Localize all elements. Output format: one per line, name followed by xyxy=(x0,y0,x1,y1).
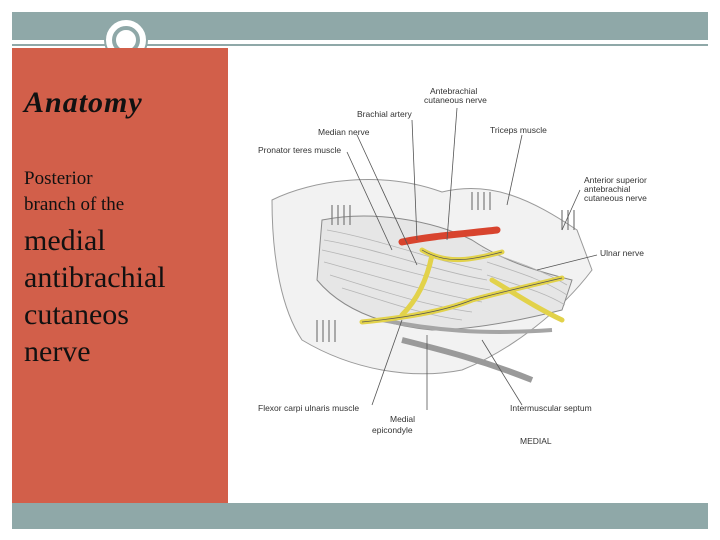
label-triceps: Triceps muscle xyxy=(490,125,547,135)
label-medial-caption: MEDIAL xyxy=(520,436,552,446)
subtitle-small: Posterior branch of the xyxy=(24,168,125,215)
label-septum: Intermuscular septum xyxy=(510,403,592,413)
label-flexor: Flexor carpi ulnaris muscle xyxy=(258,403,359,413)
label-anterior-2: antebrachial xyxy=(584,184,630,194)
label-median-nerve: Median nerve xyxy=(318,127,370,137)
label-antebrachial-2: cutaneous nerve xyxy=(424,95,487,105)
label-anterior-3: cutaneous nerve xyxy=(584,193,647,203)
left-accent-panel xyxy=(12,48,228,503)
label-anterior-1: Anterior superior xyxy=(584,175,647,185)
bottom-footer-band xyxy=(12,503,708,529)
header-rule xyxy=(12,44,708,46)
label-medial-2: epicondyle xyxy=(372,425,413,435)
label-pronator: Pronator teres muscle xyxy=(258,145,341,155)
label-ulnar: Ulnar nerve xyxy=(600,248,644,258)
label-brachial-artery: Brachial artery xyxy=(357,109,413,119)
subtitle-large: medial antibrachial cutaneos nerve xyxy=(24,224,166,368)
illustration-artwork xyxy=(271,179,593,383)
label-medial-1: Medial xyxy=(390,414,415,424)
anatomy-illustration: Antebrachial cutaneous nerve Brachial ar… xyxy=(232,80,704,460)
slide-title: Anatomy xyxy=(24,86,143,119)
label-antebrachial: Antebrachial xyxy=(430,86,477,96)
leader-lines xyxy=(346,107,598,410)
